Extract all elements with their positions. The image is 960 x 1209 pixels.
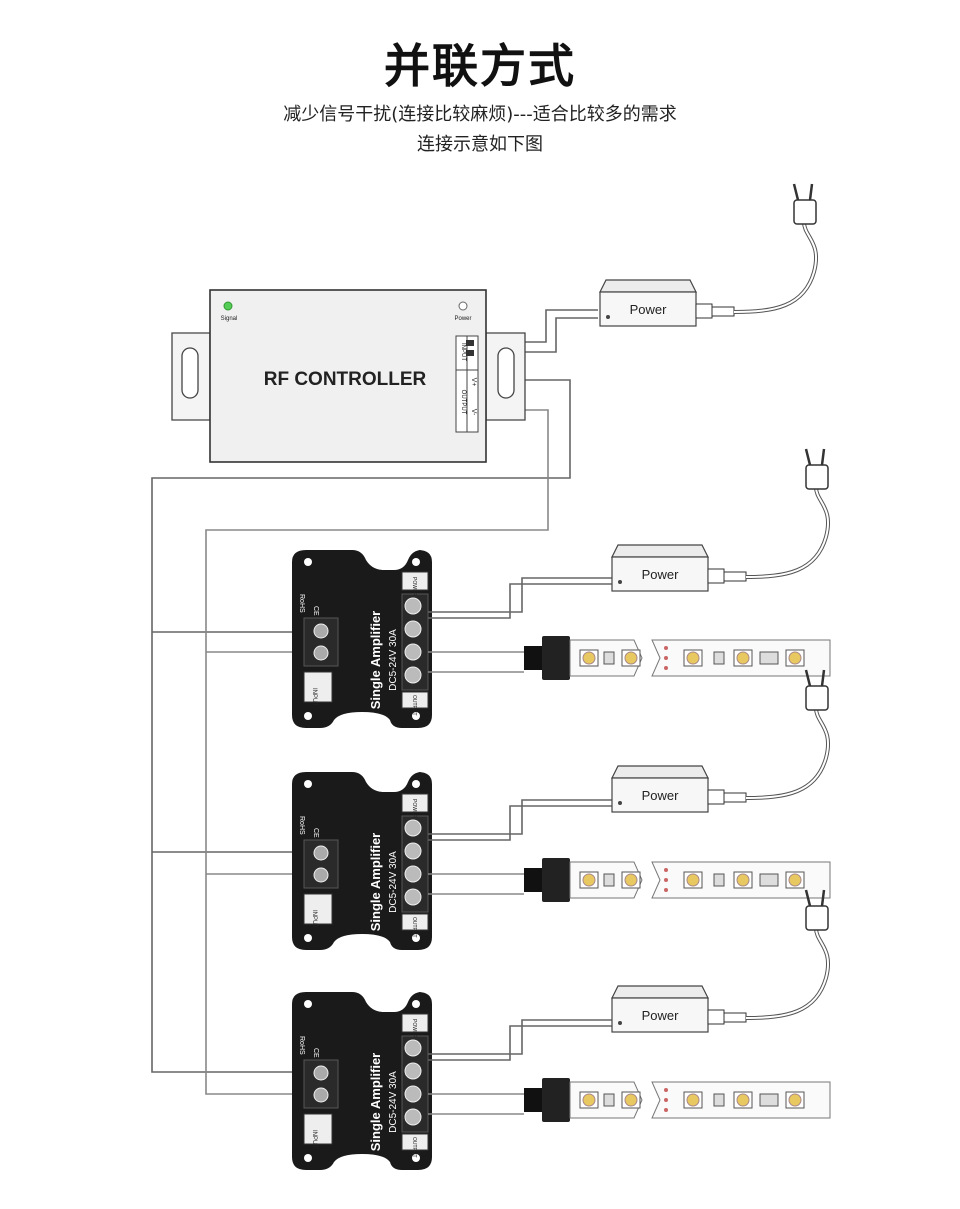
amp-power-1: POWER [411,577,417,596]
plug-icon [744,447,831,579]
led-strip [523,1077,831,1123]
amp-output-1: OUTPUT [411,695,417,716]
psu-label-0: Power [630,302,668,317]
amp-name-1: Single Amplifier [368,611,383,709]
amp-output-2: OUTPUT [411,917,417,938]
amp-rohs-3: RoHS [298,1036,305,1055]
v-minus-label: V- [470,409,477,416]
controller-input-label: INPUT [460,343,466,361]
psu-label-2: Power [642,788,680,803]
signal-led-label: Signal [221,316,238,322]
rf-controller: Signal Power RF CONTROLLER INPUT OUTPUT … [171,289,526,463]
power-supply-1: Power [611,447,831,592]
amp-spec-1: DC5-24V 30A [388,629,399,691]
power-led-label: Power [454,316,471,322]
led-strip [523,635,831,681]
amp-spec-3: DC5-24V 30A [388,1071,399,1133]
controller-label: RF CONTROLLER [264,369,427,390]
page-subtitle: 减少信号干扰(连接比较麻烦)---适合比较多的需求 [283,104,677,125]
amp-input-3: INPUT [311,1130,317,1148]
amplifier-unit-2: Power Single Amplifier DC5-24V 30A RoHS … [291,668,831,951]
plug-icon [732,182,819,314]
amp-rohs-1: RoHS [298,594,305,613]
led-strip [523,857,831,903]
plug-icon [744,668,831,800]
amplifier-unit-1: Power Single Amplifier DC5-24V 30A RoHS … [291,447,831,729]
plug-icon [744,888,831,1020]
amp-ce-2: CE [312,828,319,838]
v-plus-label: V+ [470,378,477,387]
amp-ce-3: CE [312,1048,319,1058]
amp-name-2: Single Amplifier [368,833,383,931]
amp-rohs-2: RoHS [298,816,305,835]
page-subtitle-2: 连接示意如下图 [417,134,543,155]
controller-output-label: OUTPUT [460,390,466,415]
amp-power-2: POWER [411,799,417,818]
amp-spec-2: DC5-24V 30A [388,851,399,913]
power-supply-0: Power [599,182,819,327]
amp-output-3: OUTPUT [411,1137,417,1158]
amplifier-unit-3: Power Single Amplifier DC5-24V 30A RoHS … [291,888,831,1171]
amp-input-1: INPUT [311,688,317,706]
power-supply-2: Power [611,668,831,813]
amp-power-3: POWER [411,1019,417,1038]
psu-label-1: Power [642,567,680,582]
psu-label-3: Power [642,1008,680,1023]
page-title: 并联方式 [384,39,576,93]
amp-name-3: Single Amplifier [368,1053,383,1151]
power-supply-3: Power [611,888,831,1033]
amp-ce-1: CE [312,606,319,616]
amp-input-2: INPUT [311,910,317,928]
